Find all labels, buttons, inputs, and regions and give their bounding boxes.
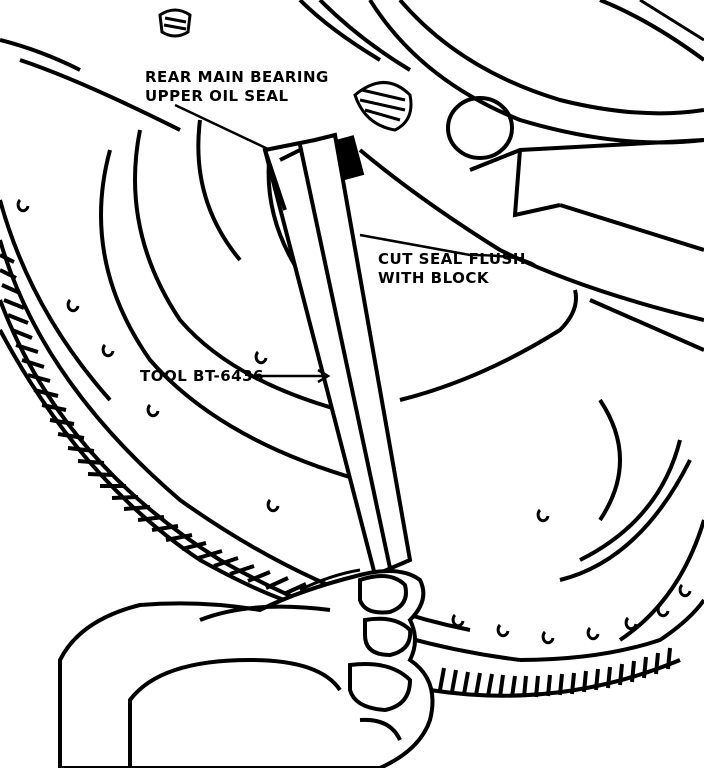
tool-bt-6436 (262, 132, 413, 578)
tool-label: TOOL BT-6436 (140, 367, 264, 385)
rear-main-bearing-seal (323, 81, 413, 183)
leader-lines (174, 103, 536, 384)
cut-seal-label: CUT SEAL FLUSH WITH BLOCK (378, 250, 526, 288)
ring-gear-teeth (0, 253, 331, 612)
engine-block-edge (358, 138, 704, 352)
cut-seal-label-line1: CUT SEAL FLUSH (378, 250, 526, 268)
leader-rear-main-bearing (174, 103, 271, 152)
crankshaft-flange (298, 0, 704, 160)
cut-seal-label-line2: WITH BLOCK (378, 269, 489, 287)
ring-gear-teeth-lower (429, 647, 681, 698)
rear-main-bearing-label: REAR MAIN BEARING UPPER OIL SEAL (145, 68, 329, 106)
plug-fitting (158, 8, 192, 38)
leader-cut-seal (359, 233, 536, 267)
rear-main-bearing-label-line2: UPPER OIL SEAL (145, 87, 289, 105)
hand (58, 568, 435, 768)
flywheel-bolt-holes (16, 198, 692, 645)
rear-main-bearing-label-line1: REAR MAIN BEARING (145, 68, 329, 86)
